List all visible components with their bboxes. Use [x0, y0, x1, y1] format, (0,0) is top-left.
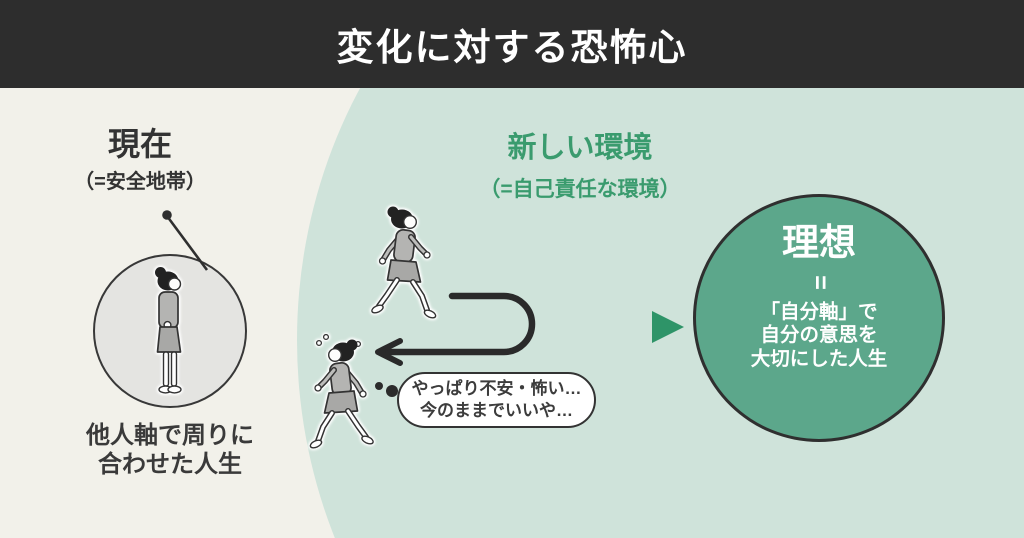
caption-line-2: 合わせた人生 [98, 451, 242, 479]
ideal-title: 理想 [782, 222, 856, 263]
safe-zone-circle [93, 254, 247, 408]
title-bar: 変化に対する恐怖心 [0, 0, 1024, 88]
speech-bubble-tail-dot-big [386, 385, 398, 397]
speech-bubble-tail-dot-small [375, 382, 383, 390]
ideal-line-1: 「自分軸」で [760, 300, 878, 323]
environment-label-sub: （=自己責任な環境） [479, 178, 681, 201]
other-axis-caption: 他人軸で周りに 合わせた人生 [55, 421, 285, 480]
ideal-line-2: 自分の意思を [760, 324, 878, 347]
new-environment-label: 新しい環境 （=自己責任な環境） [425, 124, 735, 203]
leader-dot [162, 210, 172, 220]
speech-bubble: やっぱり不安・怖い… 今のままでいいや… [397, 372, 596, 428]
ideal-line-3: 大切にした人生 [750, 347, 888, 370]
equals-symbol: = [805, 275, 834, 290]
current-label-main: 現在 [107, 126, 172, 162]
environment-label-main: 新しい環境 [507, 132, 653, 164]
ideal-circle: 理想 = 「自分軸」で 自分の意思を 大切にした人生 [693, 194, 945, 442]
page-title: 変化に対する恐怖心 [336, 27, 688, 68]
caption-line-1: 他人軸で周りに [86, 422, 254, 449]
current-state-label: 現在 （=安全地帯） [40, 126, 240, 194]
current-label-sub: （=安全地帯） [74, 171, 206, 194]
speech-line-2: 今のままでいいや… [420, 401, 573, 420]
speech-line-1: やっぱり不安・怖い… [411, 378, 582, 398]
